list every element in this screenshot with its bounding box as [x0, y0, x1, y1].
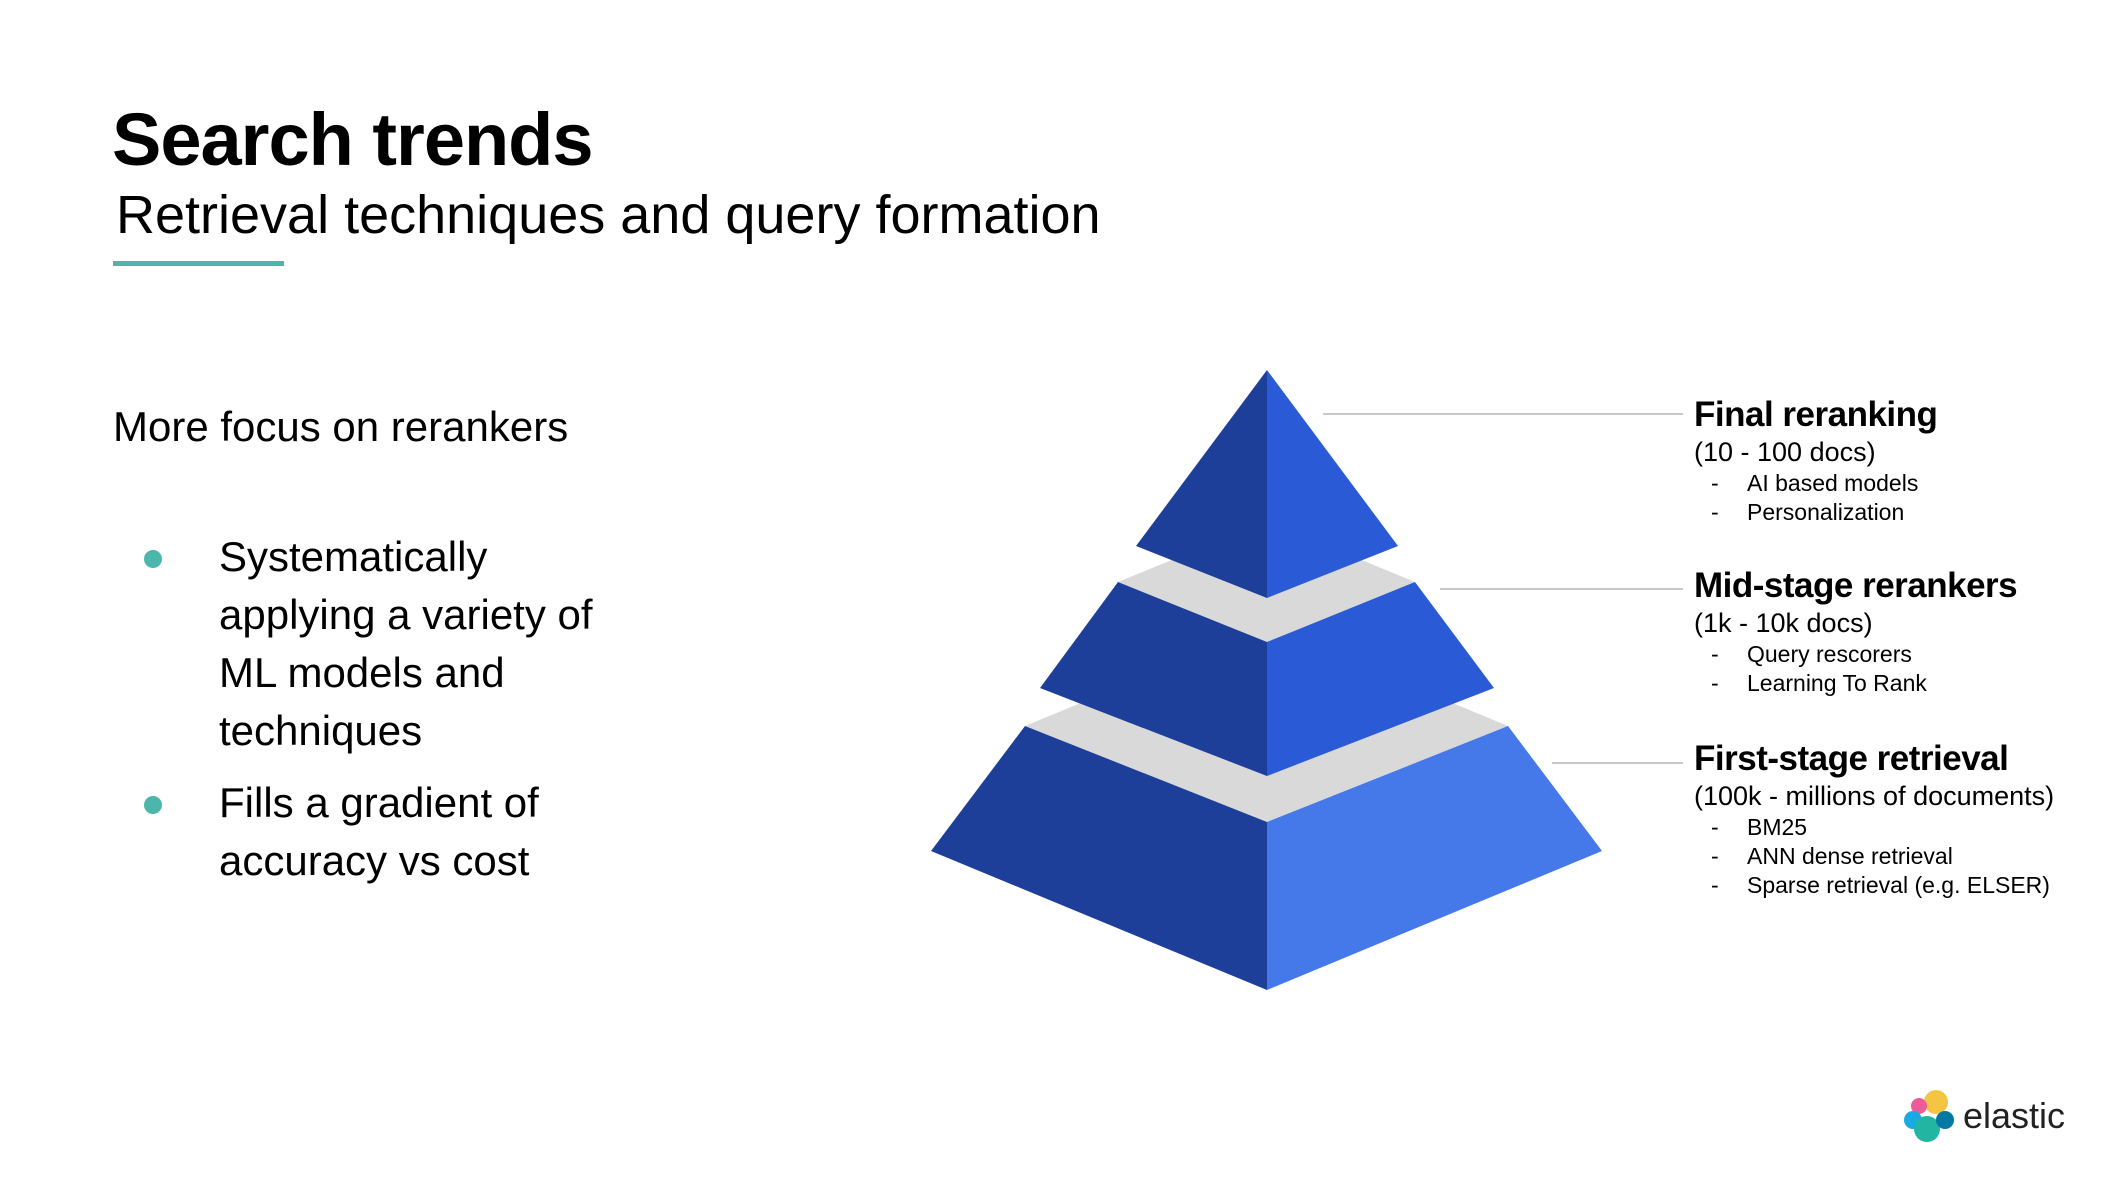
stage-range: (1k - 10k docs): [1694, 608, 1873, 638]
slide-subtitle: Retrieval techniques and query formation: [116, 185, 1101, 245]
stage-mid-rerankers: Mid-stage rerankers (1k - 10k docs) Quer…: [1694, 566, 2114, 698]
stage-range: (100k - millions of documents): [1694, 781, 2055, 811]
pyramid-top-left-face: [1136, 370, 1267, 598]
stage-item: Learning To Rank: [1694, 669, 2114, 698]
stage-range: (10 - 100 docs): [1694, 437, 1876, 467]
stage-item-list: AI based models Personalization: [1694, 469, 2114, 527]
intro-text: More focus on rerankers: [113, 403, 569, 450]
bullet-text: Fills a gradient of accuracy vs cost: [219, 779, 539, 884]
pyramid-top-right-face: [1267, 370, 1398, 598]
bullet-item: Systematically applying a variety of ML …: [113, 528, 633, 760]
stage-title: First-stage retrieval: [1694, 739, 2009, 778]
elastic-logo-icon: [1904, 1090, 1954, 1142]
stage-item: Personalization: [1694, 498, 2114, 527]
stage-item: ANN dense retrieval: [1694, 842, 2114, 871]
pyramid-bottom-right-face: [1267, 726, 1602, 990]
bullet-text: Systematically applying a variety of ML …: [219, 533, 593, 754]
bullet-list: Systematically applying a variety of ML …: [113, 528, 633, 904]
pyramid-middle-right-face: [1267, 582, 1494, 776]
bullet-item: Fills a gradient of accuracy vs cost: [113, 774, 633, 890]
bullet-dot-icon: [144, 550, 162, 568]
stage-item: AI based models: [1694, 469, 2114, 498]
pyramid-middle-left-face: [1040, 582, 1267, 776]
stage-first-retrieval: First-stage retrieval (100k - millions o…: [1694, 739, 2114, 900]
stage-item-list: BM25 ANN dense retrieval Sparse retrieva…: [1694, 813, 2114, 900]
stage-item: Query rescorers: [1694, 640, 2114, 669]
stage-final-reranking: Final reranking (10 - 100 docs) AI based…: [1694, 395, 2114, 527]
stage-item: Sparse retrieval (e.g. ELSER): [1694, 871, 2114, 900]
title-underline: [113, 261, 284, 266]
stage-item: BM25: [1694, 813, 2114, 842]
bullet-dot-icon: [144, 796, 162, 814]
stage-item-list: Query rescorers Learning To Rank: [1694, 640, 2114, 698]
pyramid-bottom-left-face: [931, 726, 1267, 990]
slide-title: Search trends: [112, 98, 594, 181]
stage-title: Final reranking: [1694, 395, 1938, 434]
stage-title: Mid-stage rerankers: [1694, 566, 2018, 605]
logo-text: elastic: [1963, 1095, 2066, 1136]
